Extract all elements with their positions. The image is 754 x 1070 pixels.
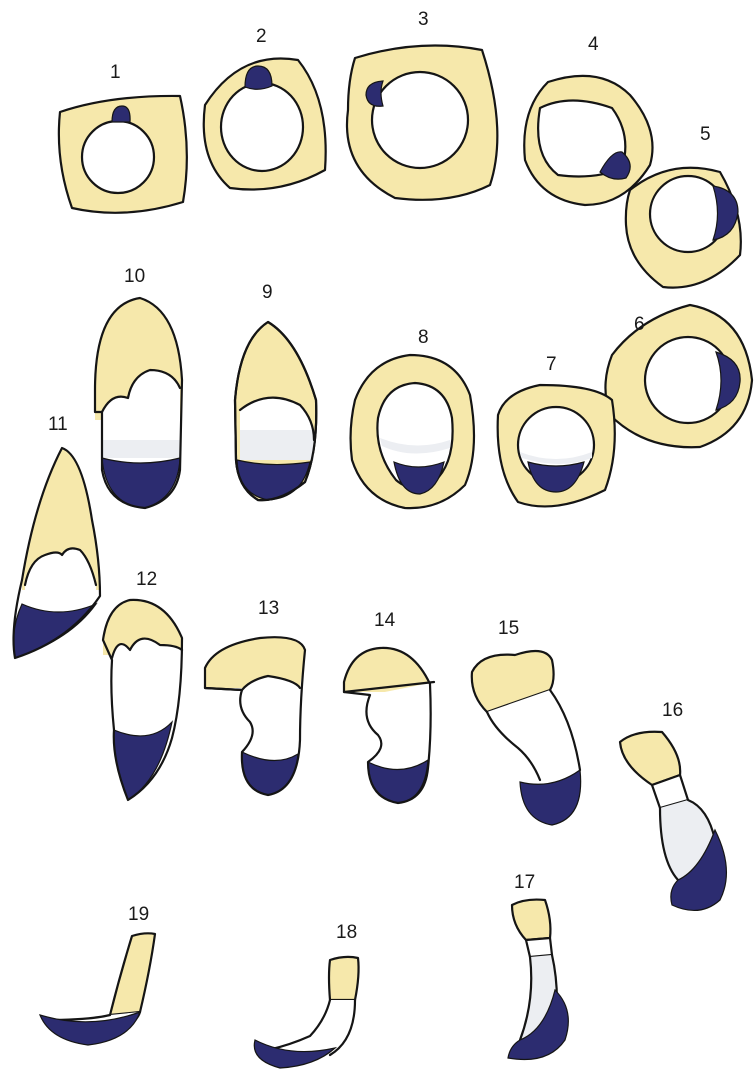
section-8 [351,355,474,508]
label-7: 7 [546,354,557,375]
label-9: 9 [262,282,273,303]
section-7 [498,385,615,506]
label-14: 14 [374,610,396,631]
label-13: 13 [258,598,279,619]
label-19: 19 [128,904,149,925]
label-17: 17 [514,872,535,893]
section-9 [235,322,316,500]
section-6 [605,305,752,447]
label-1: 1 [110,62,121,83]
label-5: 5 [700,124,711,145]
label-2: 2 [256,26,267,47]
label-12: 12 [136,569,157,590]
section-19 [40,933,155,1045]
label-10: 10 [124,266,145,287]
section-2 [204,58,326,189]
label-6: 6 [634,314,645,335]
label-16: 16 [662,700,683,721]
section-16 [620,732,726,911]
section-3 [347,46,497,200]
label-18: 18 [336,922,357,943]
section-10 [95,298,182,508]
label-4: 4 [588,34,599,55]
section-11 [14,448,100,658]
section-4 [524,76,652,205]
label-15: 15 [498,618,519,639]
section-14 [344,648,434,803]
section-13 [205,637,305,795]
section-15 [472,651,581,825]
section-17 [508,900,568,1060]
section-18 [254,957,358,1068]
label-8: 8 [418,327,429,348]
label-3: 3 [418,9,429,30]
label-11: 11 [48,414,68,435]
section-12 [103,600,182,800]
section-5 [626,168,741,288]
section-1 [59,96,187,213]
